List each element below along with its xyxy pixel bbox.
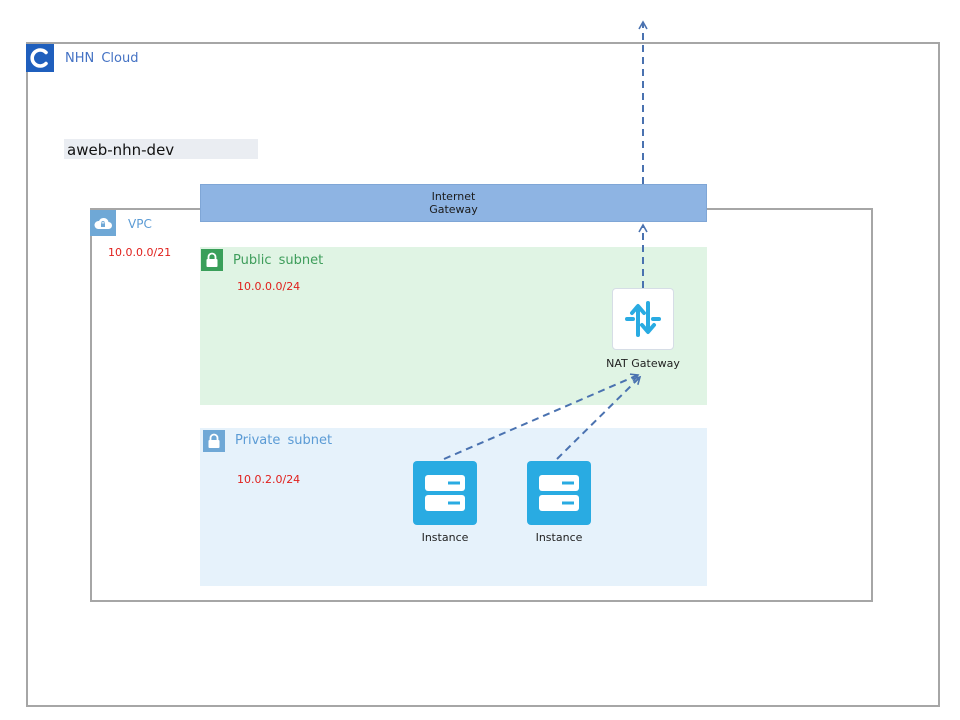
private-subnet-lock-icon [203,430,225,452]
public-subnet-title: Public subnet [233,253,324,268]
cloud-lock-icon [90,210,116,236]
instance-icon [413,461,477,525]
instance-label: Instance [421,531,469,544]
internet-gateway-label-line1: Internet [431,190,476,203]
nhn-cloud-logo-icon [26,44,54,72]
instance-label: Instance [535,531,583,544]
cloud-title: NHN Cloud [65,51,139,66]
instance-icon [527,461,591,525]
public-subnet-lock-icon [201,249,223,271]
private-subnet-cidr: 10.0.2.0/24 [237,473,301,486]
vpc-cidr: 10.0.0.0/21 [108,246,172,259]
nat-gateway-label: NAT Gateway [606,357,680,370]
private-subnet-title: Private subnet [235,433,333,448]
nat-gateway-icon [612,288,674,350]
internet-gateway: Internet Gateway [200,184,707,222]
nhn-cloud-container [26,42,940,707]
public-subnet-cidr: 10.0.0.0/24 [237,280,301,293]
internet-gateway-label-line2: Gateway [429,203,478,216]
vpc-title: VPC [128,217,152,231]
project-label: aweb-nhn-dev [64,139,258,159]
